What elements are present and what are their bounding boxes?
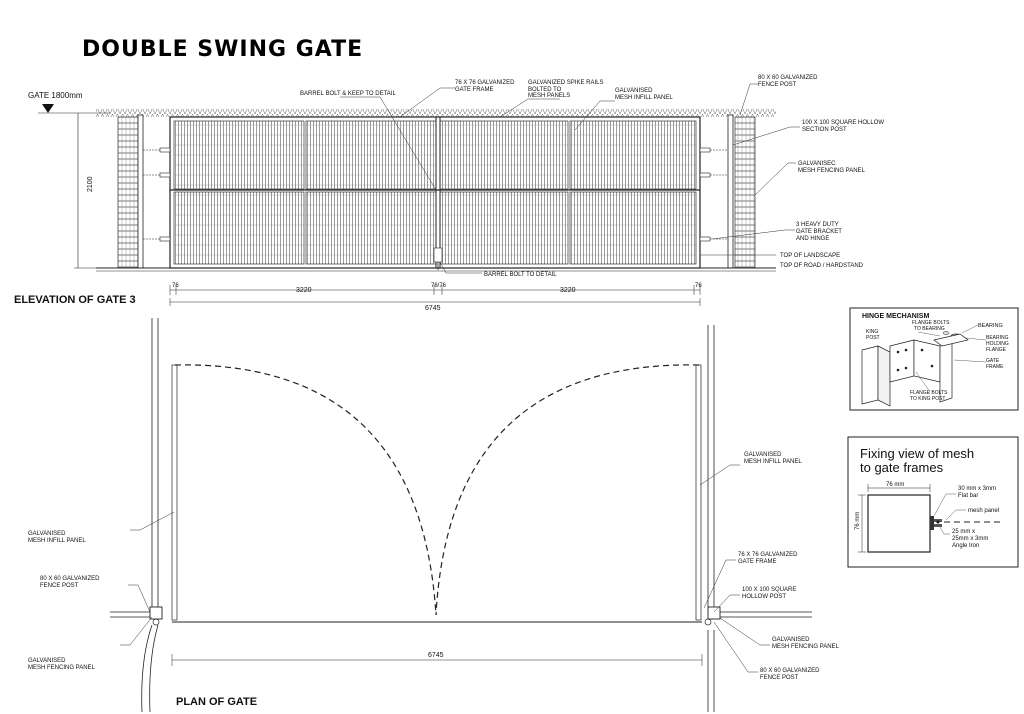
hinge-gate-frame-1: GATE bbox=[986, 358, 1000, 364]
fixing-view-detail: Fixing view of mesh to gate frames 76 mm… bbox=[847, 436, 1019, 568]
hinge-holding-1: BEARING bbox=[986, 335, 1009, 341]
plan-left-post-1: 80 X 60 GALVANIZED bbox=[40, 576, 100, 582]
elevation-leaders bbox=[340, 83, 800, 274]
left-hinges bbox=[143, 147, 171, 242]
hinge-holding-2: HOLDING bbox=[986, 341, 1009, 347]
elevation-heading: ELEVATION OF GATE 3 bbox=[14, 294, 136, 306]
fixing-flat-bar-1: 30 mm x 3mm bbox=[958, 486, 996, 492]
plan-right-post-1: 80 X 60 GALVANIZED bbox=[760, 668, 820, 674]
left-square-post bbox=[137, 114, 144, 269]
plan-left-fencing-2: MESH FENCING PANEL bbox=[28, 665, 96, 671]
left-fence-panel bbox=[117, 116, 139, 269]
plan-view: 6745 GALVANISED MESH INFILL PANEL 80 X 6… bbox=[28, 318, 840, 713]
plan-left-post-2: FENCE POST bbox=[40, 583, 79, 589]
fixing-angle-3: Angle Iron bbox=[952, 543, 979, 549]
hinge-flange-bearing-1: FLANGE BOLTS bbox=[912, 320, 950, 326]
level-marker-icon bbox=[42, 104, 54, 113]
hinge-bearing: BEARING bbox=[978, 323, 1003, 329]
plan-leaders bbox=[120, 464, 770, 673]
callout-barrel-bolt: BARREL BOLT TO DETAIL bbox=[484, 272, 557, 278]
fixing-angle-2: 25mm x 3mm bbox=[952, 536, 988, 542]
left-swing-arc bbox=[174, 364, 437, 616]
dim-right-small: 76 bbox=[695, 283, 702, 289]
plan-right-frame-2: GATE FRAME bbox=[738, 559, 777, 565]
fixing-flat-bar-2: Flat bar bbox=[958, 493, 978, 499]
callout-fencing-2: MESH FENCING PANEL bbox=[798, 168, 866, 174]
elevation-dimension-lines bbox=[169, 285, 701, 306]
flat-bar-shape bbox=[930, 516, 934, 530]
plan-left-infill-1: GALVANISED bbox=[28, 531, 66, 537]
right-square-post bbox=[727, 114, 734, 269]
drawing-title: DOUBLE SWING GATE bbox=[82, 37, 363, 62]
callout-barrel-keep: BARREL BOLT & KEEP TO DETAIL bbox=[300, 91, 396, 97]
plan-dim-total: 6745 bbox=[428, 652, 444, 659]
callout-spike-1: GALVANIZED SPIKE RAILS bbox=[528, 80, 603, 86]
right-fence-panel bbox=[734, 116, 756, 269]
height-dimension: 2100 bbox=[87, 176, 94, 192]
fixing-height-dim: 76 mm bbox=[855, 512, 861, 530]
king-post-shape bbox=[861, 345, 879, 405]
callout-sqpost-1: 100 X 100 SQUARE HOLLOW bbox=[802, 120, 884, 126]
hinge-mechanism-detail: HINGE MECHANISM FLANGE BOLTS TO BEARING … bbox=[849, 307, 1019, 411]
plan-right-sqpost-1: 100 X 100 SQUARE bbox=[742, 587, 796, 593]
fixing-heading-1: Fixing view of mesh bbox=[860, 446, 974, 461]
callout-infill-2: MESH INFILL PANEL bbox=[615, 95, 673, 101]
callout-spike-2: BOLTED TO bbox=[528, 87, 562, 93]
dim-left-small: 76 bbox=[172, 283, 179, 289]
plan-right-fencing-2: MESH FENCING PANEL bbox=[772, 644, 840, 650]
dim-total-elevation: 6745 bbox=[425, 305, 441, 312]
plan-right-infill-1: GALVANISED bbox=[744, 452, 782, 458]
callout-fencepost-2: FENCE POST bbox=[758, 82, 797, 88]
plan-right-sqpost-2: HOLLOW POST bbox=[742, 594, 786, 600]
right-gate-leaf-open bbox=[695, 364, 702, 621]
plan-left-infill-2: MESH INFILL PANEL bbox=[28, 538, 86, 544]
left-gate-leaf-open bbox=[171, 364, 178, 621]
callout-road: TOP OF ROAD / HARDSTAND bbox=[780, 263, 864, 269]
hinge-king-post-2: POST bbox=[866, 335, 880, 341]
callout-fencepost-1: 80 X 60 GALVANIZED bbox=[758, 75, 818, 81]
mesh-infill-panels bbox=[173, 120, 697, 265]
flange-plate bbox=[889, 339, 915, 383]
hinge-gate-frame-2: FRAME bbox=[986, 364, 1004, 370]
fixing-mesh-panel: mesh panel bbox=[968, 508, 999, 514]
plan-right-frame-1: 76 X 76 GALVANIZED bbox=[738, 552, 798, 558]
callout-infill-1: GALVANISED bbox=[615, 88, 653, 94]
hinge-flange-king-2: TO KING POST bbox=[910, 396, 945, 402]
hinge-flange-bearing-2: TO BEARING bbox=[914, 326, 945, 332]
callout-frame-1: 76 X 76 GALVANIZED bbox=[455, 80, 515, 86]
plan-right-post-2: FENCE POST bbox=[760, 675, 799, 681]
callout-hinge-3: AND HINGE bbox=[796, 236, 829, 242]
dim-leaf-left: 3220 bbox=[296, 287, 312, 294]
callout-fencing-1: GALVANISEC bbox=[798, 161, 836, 167]
callout-frame-2: GATE FRAME bbox=[455, 87, 494, 93]
callout-hinge-1: 3 HEAVY DUTY bbox=[796, 222, 839, 228]
hinge-heading: HINGE MECHANISM bbox=[862, 313, 929, 320]
callout-sqpost-2: SECTION POST bbox=[802, 127, 847, 133]
plan-right-post bbox=[707, 606, 721, 620]
plan-heading: PLAN OF GATE bbox=[176, 696, 257, 708]
callout-landscape: TOP OF LANDSCAPE bbox=[780, 253, 840, 259]
plan-right-infill-2: MESH INFILL PANEL bbox=[744, 459, 802, 465]
barrel-bolt bbox=[433, 247, 443, 263]
spike-rail bbox=[96, 109, 776, 117]
hinge-flange-king-1: FLANGE BOLTS bbox=[910, 390, 948, 396]
hinge-king-post-1: KING bbox=[866, 329, 878, 335]
fixing-width-dim: 76 mm bbox=[886, 482, 904, 488]
gate-height-label: GATE 1800mm bbox=[28, 91, 83, 100]
fixing-angle-1: 25 mm x bbox=[952, 529, 975, 535]
plan-left-fencing-1: GALVANISED bbox=[28, 658, 66, 664]
right-swing-arc bbox=[435, 364, 700, 616]
fixing-heading-2: to gate frames bbox=[860, 460, 944, 475]
dim-center-small: 76/76 bbox=[431, 283, 447, 289]
callout-spike-3: MESH PANELS bbox=[528, 93, 570, 99]
hinge-holding-3: FLANGE bbox=[986, 347, 1007, 353]
elevation-view: GATE 1800mm 2100 bbox=[14, 75, 884, 312]
frame-section bbox=[867, 494, 931, 553]
dim-leaf-right: 3220 bbox=[560, 287, 576, 294]
right-hinges bbox=[699, 147, 728, 242]
plan-right-fencing-1: GALVANISED bbox=[772, 637, 810, 643]
callout-hinge-2: GATE BRACKET bbox=[796, 229, 842, 235]
